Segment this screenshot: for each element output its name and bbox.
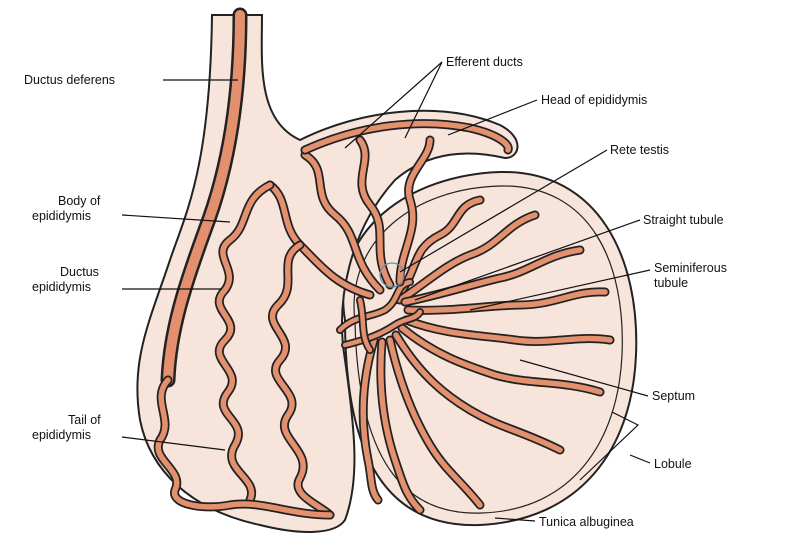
- testis-outline: [342, 170, 638, 527]
- label-lobule: Lobule: [654, 457, 692, 471]
- lobule-bracket: [579, 411, 640, 481]
- ductus-epididymis: [153, 180, 335, 520]
- seminiferous-tubules: [336, 195, 615, 515]
- label-ductus-epididymis: Ductus epididymis: [32, 265, 102, 294]
- leader-lines: [121, 61, 651, 522]
- rete-marker: [379, 262, 405, 288]
- label-seminiferous-tubule: Seminiferous tubule: [654, 261, 730, 290]
- label-body-of-epididymis: Body of epididymis: [32, 194, 104, 223]
- label-straight-tubule: Straight tubule: [643, 213, 724, 227]
- label-tunica-albuginea: Tunica albuginea: [539, 515, 634, 529]
- label-efferent-ducts: Efferent ducts: [446, 55, 523, 69]
- label-rete-testis: Rete testis: [610, 143, 669, 157]
- label-septum: Septum: [652, 389, 695, 403]
- label-ductus-deferens: Ductus deferens: [24, 73, 115, 87]
- tunica-albuginea-line: [353, 185, 623, 514]
- label-head-of-epididymis: Head of epididymis: [541, 93, 647, 107]
- ductus-deferens-tube: [160, 7, 248, 388]
- label-tail-of-epididymis: Tail of epididymis: [32, 413, 104, 442]
